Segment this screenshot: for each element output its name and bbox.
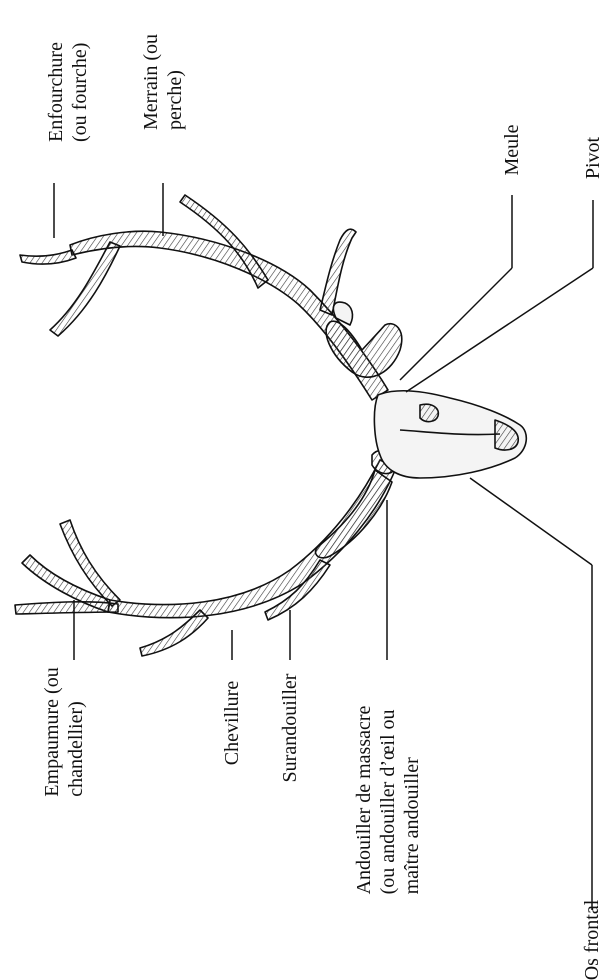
upper-antler [20, 195, 402, 400]
leader-pivot-diag [406, 268, 593, 392]
label-surandouiller-text: Surandouiller [279, 674, 301, 783]
label-andouiller-line3: maître andouiller [400, 706, 424, 895]
label-empaumure-line1: Empaumure (ou [40, 667, 64, 796]
label-andouiller-line2: (ou andouiller d’œil ou [376, 706, 400, 895]
label-enfourchure-line1: Enfourchure [44, 42, 68, 142]
leader-meule-diag [400, 268, 512, 380]
label-os-frontal: Os frontal [580, 900, 604, 980]
label-chevillure-text: Chevillure [221, 681, 243, 765]
label-merrain-line1: Merrain (ou [139, 34, 163, 130]
label-meule-text: Meule [501, 124, 523, 175]
label-enfourchure-line2: (ou fourche) [68, 42, 92, 142]
leader-os-frontal-diag [470, 478, 592, 565]
lower-antler [15, 450, 398, 656]
label-andouiller: Andouiller de massacre (ou andouiller d’… [352, 706, 424, 895]
label-os-frontal-text: Os frontal [581, 900, 603, 980]
label-merrain: Merrain (ou perche) [139, 34, 187, 130]
label-chevillure: Chevillure [220, 681, 244, 765]
upper-fork-tine-1 [20, 250, 76, 264]
skull [374, 391, 526, 478]
label-surandouiller: Surandouiller [278, 674, 302, 783]
lower-crown-tine-3 [15, 602, 118, 614]
label-pivot-text: Pivot [582, 137, 604, 179]
label-empaumure-line2: chandellier) [64, 667, 88, 796]
skull-orbit [420, 404, 438, 421]
lower-brow-tine [315, 470, 392, 558]
upper-brow-tine [326, 321, 402, 377]
label-andouiller-line1: Andouiller de massacre [352, 706, 376, 895]
label-meule: Meule [500, 124, 524, 175]
label-empaumure: Empaumure (ou chandellier) [40, 667, 88, 796]
label-enfourchure: Enfourchure (ou fourche) [44, 42, 92, 142]
label-pivot: Pivot [581, 137, 605, 179]
label-merrain-line2: perche) [163, 34, 187, 130]
